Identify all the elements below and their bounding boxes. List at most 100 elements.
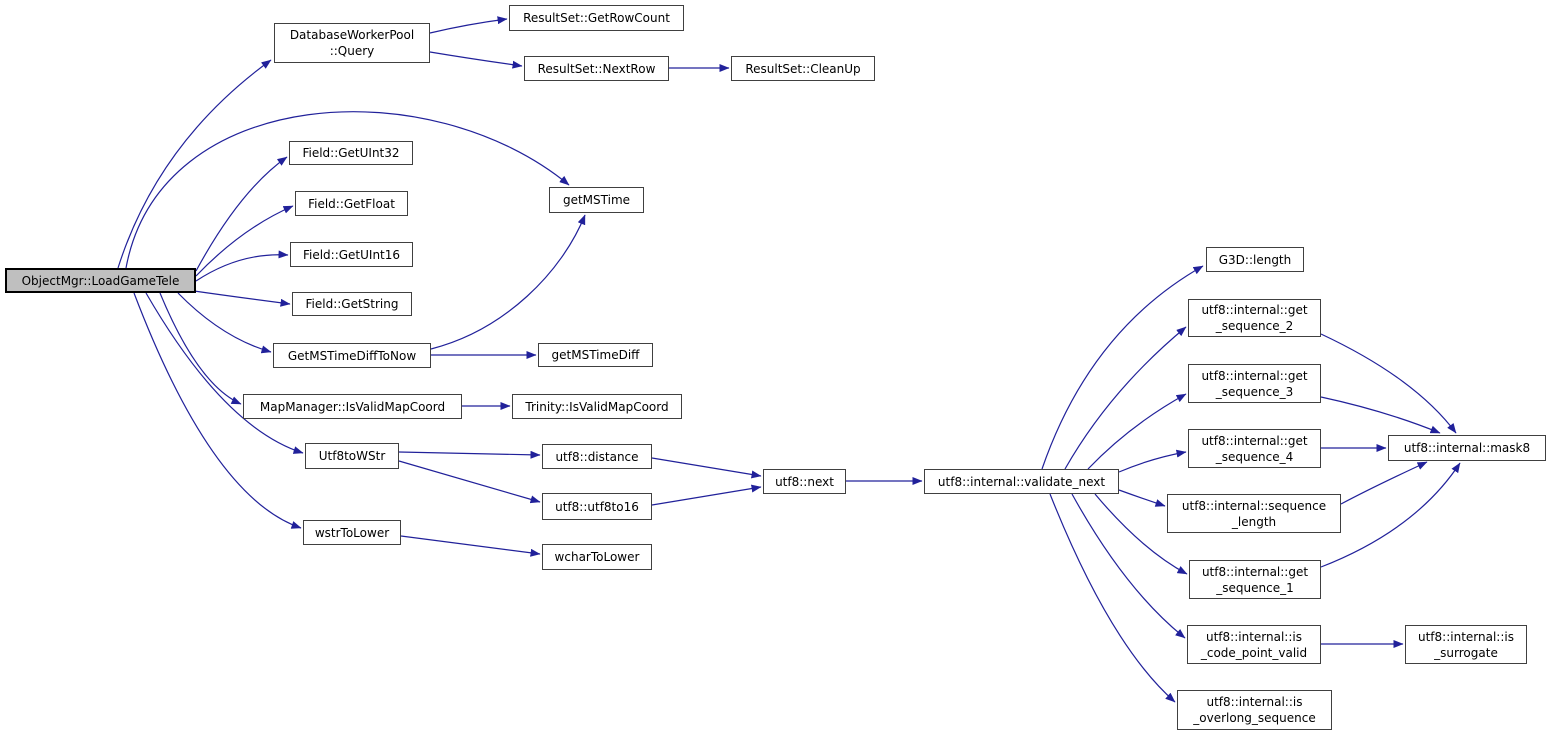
graph-node-wstr_to_lower[interactable]: wstrToLower (303, 520, 401, 545)
edge-dwp_query-to-rs_next_row (429, 51, 523, 69)
node-label: utf8::internal::mask8 (1403, 441, 1531, 455)
node-label: MapManager::IsValidMapCoord (259, 399, 446, 414)
graph-node-is_surrogate[interactable]: utf8::internal::is_surrogate (1405, 625, 1527, 664)
node-label: _sequence_3 (1215, 384, 1294, 399)
node-label: ObjectMgr::LoadGameTele (21, 273, 180, 288)
node-label: GetMSTimeDiffToNow (287, 348, 417, 363)
graph-node-rs_clean_up[interactable]: ResultSet::CleanUp (731, 56, 875, 81)
node-label: Trinity::IsValidMapCoord (525, 399, 669, 414)
edge-load_game_tele-to-get_ms_time_diff_to_now (177, 292, 272, 354)
node-label: utf8::internal::is (1418, 629, 1514, 644)
graph-node-dwp_query[interactable]: DatabaseWorkerPool::Query (274, 23, 430, 63)
edge-validate_next-to-g3d_length (1041, 265, 1204, 470)
graph-node-get_sequence_4[interactable]: utf8::internal::get_sequence_4 (1188, 429, 1321, 468)
edge-utf8_to_wstr-to-utf8_distance (398, 450, 541, 459)
edge-validate_next-to-get_sequence_1 (1094, 493, 1188, 575)
graph-node-get_ms_time_diff[interactable]: getMSTimeDiff (538, 343, 653, 367)
graph-node-utf8_distance[interactable]: utf8::distance (542, 444, 652, 469)
graph-node-get_ms_time_diff_to_now[interactable]: GetMSTimeDiffToNow (273, 343, 431, 368)
graph-node-trinity_is_valid_map_coord[interactable]: Trinity::IsValidMapCoord (512, 394, 682, 419)
edge-validate_next-to-sequence_length (1118, 489, 1166, 507)
node-label: utf8::distance (555, 449, 639, 464)
edge-utf8_to_wstr-to-utf8_utf8to16 (398, 460, 541, 504)
graph-node-mask8[interactable]: utf8::internal::mask8 (1388, 435, 1546, 461)
edge-dwp_query-to-rs_get_row_count (429, 16, 508, 34)
graph-node-field_get_float[interactable]: Field::GetFloat (295, 191, 408, 216)
node-label: _sequence_1 (1216, 580, 1294, 595)
node-label: ResultSet::GetRowCount (523, 11, 670, 25)
node-label: Field::GetUInt32 (302, 146, 400, 160)
node-label: Field::GetUInt16 (302, 247, 401, 262)
graph-node-get_sequence_1[interactable]: utf8::internal::get_sequence_1 (1189, 560, 1321, 599)
node-label: utf8::internal::get (1201, 368, 1308, 383)
edge-validate_next-to-get_sequence_3 (1087, 393, 1187, 470)
edge-get_ms_time_diff_to_now-to-get_ms_time (430, 214, 586, 350)
node-label: _sequence_2 (1215, 319, 1294, 333)
graph-node-is_overlong_sequence[interactable]: utf8::internal::is_overlong_sequence (1177, 690, 1332, 730)
graph-node-field_get_uint32[interactable]: Field::GetUInt32 (289, 141, 413, 165)
node-label: utf8::internal::sequence (1181, 498, 1327, 513)
graph-node-is_code_point_valid[interactable]: utf8::internal::is_code_point_valid (1187, 625, 1321, 664)
edge-load_game_tele-to-dwp_query (117, 59, 272, 269)
node-label: Utf8toWStr (318, 449, 386, 463)
edge-group (117, 16, 1461, 703)
graph-node-sequence_length[interactable]: utf8::internal::sequence_length (1167, 494, 1341, 533)
edge-load_game_tele-to-wstr_to_lower (133, 292, 302, 529)
edge-utf8_utf8to16-to-utf8_next (651, 484, 762, 506)
node-label: ::Query (329, 44, 375, 58)
graph-node-wchar_to_lower[interactable]: wcharToLower (542, 544, 652, 570)
edge-validate_next-to-is_overlong_sequence (1049, 493, 1176, 703)
edge-load_game_tele-to-field_get_uint16 (195, 250, 289, 282)
node-label: utf8::utf8to16 (555, 499, 639, 514)
node-label: utf8::internal::is (1206, 695, 1303, 709)
graph-node-validate_next[interactable]: utf8::internal::validate_next (924, 469, 1119, 494)
edge-load_game_tele-to-field_get_string (193, 290, 291, 307)
graph-node-utf8_to_wstr[interactable]: Utf8toWStr (305, 443, 399, 469)
node-label: utf8::internal::get (1201, 433, 1308, 448)
node-label: getMSTimeDiff (551, 348, 640, 362)
graph-node-load_game_tele: ObjectMgr::LoadGameTele (5, 268, 196, 293)
node-label: utf8::internal::get (1201, 564, 1309, 579)
edge-get_sequence_2-to-mask8 (1320, 333, 1457, 434)
edge-validate_next-to-get_sequence_4 (1118, 449, 1187, 473)
node-label: G3D::length (1218, 252, 1292, 267)
edge-load_game_tele-to-get_ms_time (125, 111, 570, 269)
node-label: utf8::internal::is (1206, 629, 1302, 644)
node-label: utf8::internal::validate_next (937, 474, 1106, 489)
graph-node-g3d_length[interactable]: G3D::length (1206, 247, 1304, 272)
node-label: _overlong_sequence (1193, 711, 1316, 725)
graph-node-get_sequence_2[interactable]: utf8::internal::get_sequence_2 (1188, 299, 1321, 337)
node-label: DatabaseWorkerPool (289, 28, 415, 42)
edge-load_game_tele-to-utf8_to_wstr (145, 292, 304, 454)
graph-node-utf8_utf8to16[interactable]: utf8::utf8to16 (542, 493, 652, 520)
edge-load_game_tele-to-field_get_uint32 (195, 156, 288, 272)
node-label: Field::GetString (305, 297, 399, 311)
graph-node-rs_get_row_count[interactable]: ResultSet::GetRowCount (509, 5, 684, 31)
node-label: wstrToLower (314, 525, 390, 540)
node-label: _code_point_valid (1200, 645, 1308, 660)
edge-load_game_tele-to-field_get_float (195, 205, 294, 277)
node-label: utf8::internal::get (1201, 303, 1308, 317)
graph-node-field_get_string[interactable]: Field::GetString (292, 292, 412, 316)
edge-wstr_to_lower-to-wchar_to_lower (400, 535, 541, 557)
graph-node-get_ms_time[interactable]: getMSTime (549, 187, 644, 213)
node-label: wcharToLower (554, 550, 640, 564)
graph-node-rs_next_row[interactable]: ResultSet::NextRow (524, 56, 669, 81)
node-label: Field::GetFloat (308, 196, 395, 211)
node-label: _sequence_4 (1215, 449, 1294, 464)
edge-sequence_length-to-mask8 (1340, 461, 1428, 505)
edge-utf8_distance-to-utf8_next (651, 457, 762, 479)
graph-node-get_sequence_3[interactable]: utf8::internal::get_sequence_3 (1188, 364, 1321, 403)
graph-node-field_get_uint16[interactable]: Field::GetUInt16 (290, 242, 413, 267)
node-label: utf8::next (775, 474, 834, 489)
graph-node-map_manager_is_valid_map_coord[interactable]: MapManager::IsValidMapCoord (243, 394, 462, 419)
edge-validate_next-to-is_code_point_valid (1071, 493, 1186, 639)
graph-node-utf8_next[interactable]: utf8::next (763, 469, 846, 494)
edge-load_game_tele-to-map_manager_is_valid_map_coord (159, 292, 242, 405)
node-label: ResultSet::NextRow (537, 61, 656, 76)
node-label: ResultSet::CleanUp (745, 61, 861, 76)
edge-validate_next-to-get_sequence_2 (1064, 326, 1187, 470)
node-label: getMSTime (562, 193, 631, 207)
